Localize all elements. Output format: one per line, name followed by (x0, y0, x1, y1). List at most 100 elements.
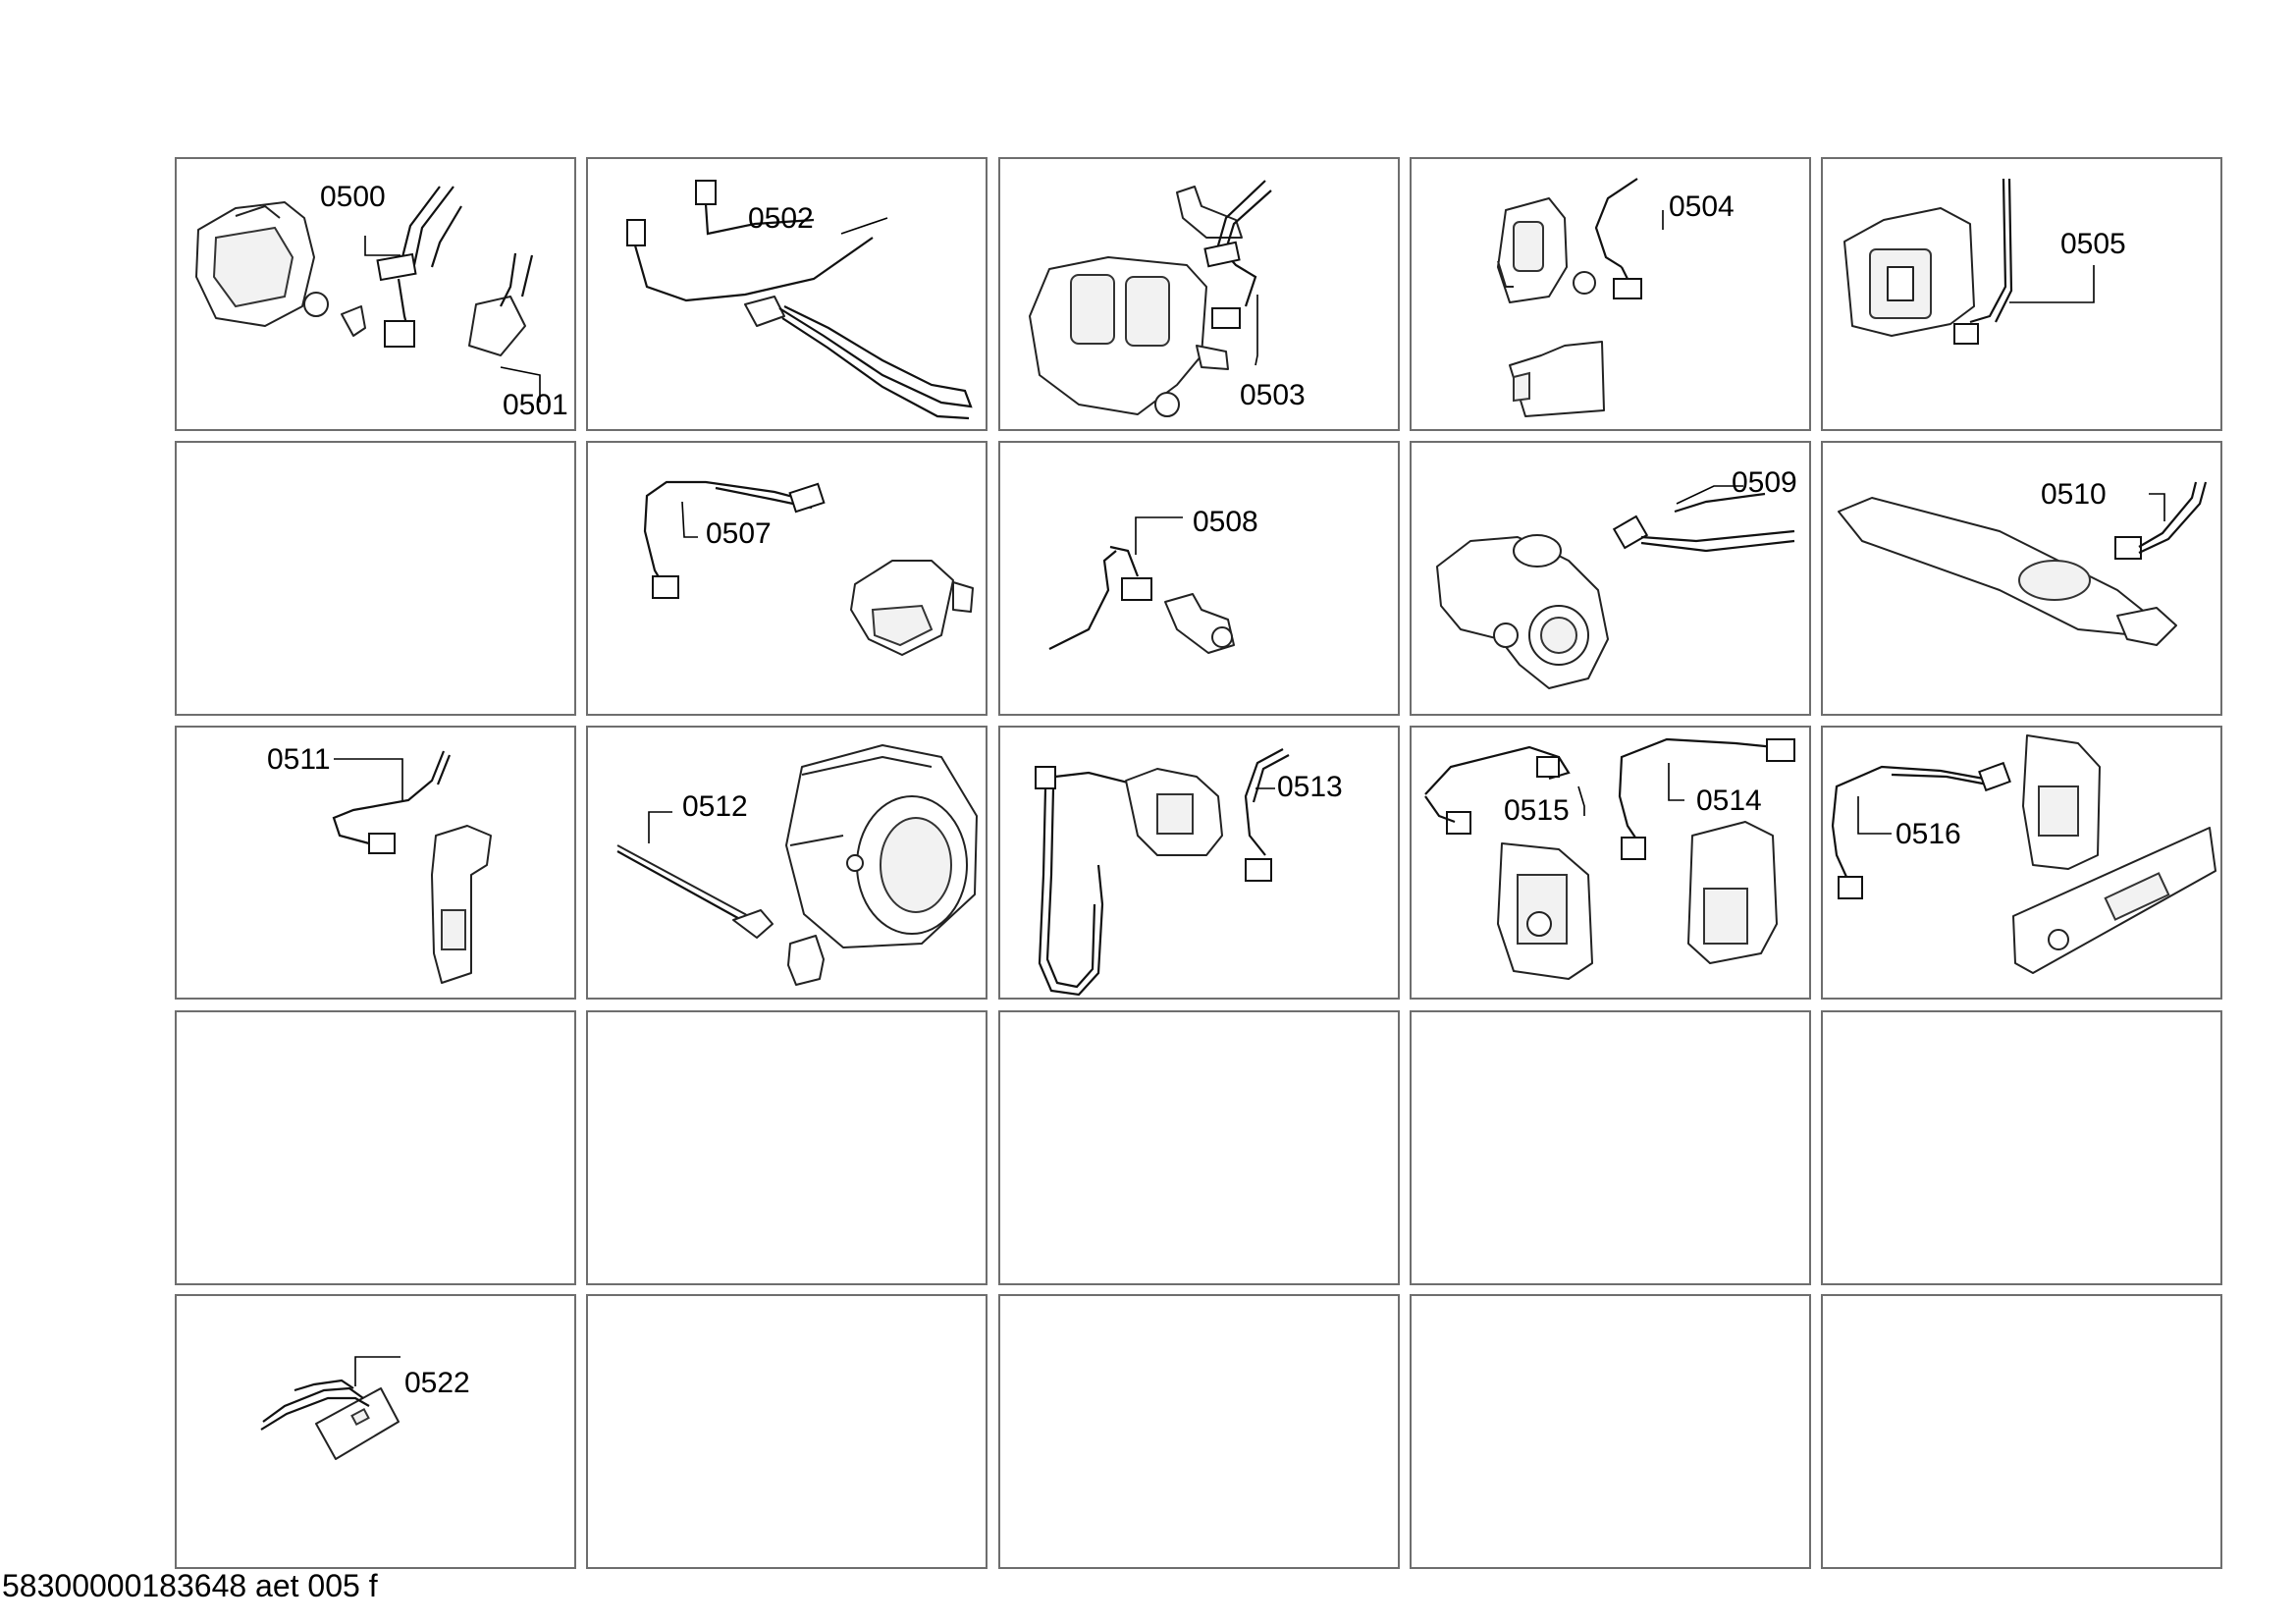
cell-0500-drawing (195, 186, 541, 403)
callout-0512: 0512 (682, 790, 748, 823)
cell-empty-r4c5 (1821, 1010, 2222, 1285)
cell-0512-drawing (616, 744, 978, 986)
leader-0507 (681, 501, 698, 538)
cell-empty-r4c3 (998, 1010, 1400, 1285)
leader-0510 (2149, 493, 2165, 521)
cell-0512: 0512 (586, 726, 988, 1000)
control-module-part (1843, 207, 1975, 337)
connector-part (643, 480, 826, 599)
callout-0505: 0505 (2060, 228, 2126, 260)
document-code: 58300000183648 aet 005 f (2, 1568, 378, 1603)
motor-part (195, 201, 329, 327)
cell-empty-r4c4 (1410, 1010, 1811, 1285)
nozzle-part (787, 935, 825, 986)
leader-0503 (1255, 295, 1258, 366)
leader-0505 (2009, 265, 2095, 303)
sensor-part (431, 825, 492, 984)
connector-part (1612, 492, 1795, 553)
cell-0516: 0516 (1821, 726, 2222, 1000)
cell-empty-r5c3 (998, 1294, 1400, 1569)
callout-0500: 0500 (320, 181, 386, 213)
door-lock-lever-part (1838, 497, 2177, 646)
pressure-switch-part (850, 560, 974, 656)
callout-0511: 0511 (267, 743, 331, 776)
callout-0504: 0504 (1669, 190, 1735, 223)
cell-0516-drawing (1831, 734, 2216, 974)
connector-part (626, 180, 874, 302)
cell-0505-drawing (1843, 178, 2095, 345)
cell-empty-r4c2 (586, 1010, 988, 1285)
connector-part (1244, 748, 1290, 882)
cell-0511: 0511 (175, 726, 576, 1000)
leader-0500 (364, 236, 400, 256)
control-module-part (2022, 734, 2101, 870)
cell-0504-drawing (1497, 178, 1664, 417)
connector-part (332, 750, 452, 854)
cell-0507: 0507 (586, 441, 988, 716)
sensor-part (1164, 593, 1235, 654)
cell-0502: 0502 (586, 157, 988, 431)
callout-0510: 0510 (2041, 478, 2107, 511)
cell-0503: 0503 (998, 157, 1400, 431)
callout-0501: 0501 (503, 389, 568, 421)
drain-pump-part (1436, 534, 1609, 689)
callout-0522: 0522 (404, 1367, 470, 1399)
callout-0514: 0514 (1696, 785, 1762, 817)
heating-element-part (744, 296, 973, 420)
connector-part (1203, 180, 1272, 329)
cell-0510: 0510 (1821, 441, 2222, 716)
callout-0502: 0502 (748, 202, 814, 235)
leader-0514 (1668, 763, 1684, 801)
connector-part (2114, 481, 2208, 560)
hose-part (1035, 766, 1140, 997)
cell-empty-r2c1 (175, 441, 576, 716)
inlet-valve-part (1497, 197, 1596, 303)
cell-0510-drawing (1838, 481, 2208, 646)
leader-0509 (1676, 485, 1743, 505)
relay-part (468, 252, 534, 356)
connector-part (1594, 178, 1642, 299)
sensor-part (1176, 186, 1243, 239)
cell-empty-r5c5 (1821, 1294, 2222, 1569)
cell-0522-drawing (260, 1356, 400, 1460)
leader-0511 (334, 758, 403, 800)
cell-0514-drawing (1424, 737, 1795, 980)
leader-0508 (1135, 516, 1183, 555)
cell-0508: 0508 (998, 441, 1400, 716)
drum-part (785, 744, 978, 948)
cell-empty-r5c2 (586, 1294, 988, 1569)
callout-0516: 0516 (1896, 818, 1961, 850)
sensor-part (616, 844, 774, 939)
connector-part (1831, 761, 2011, 899)
connector-part (376, 186, 462, 348)
callout-0508: 0508 (1193, 506, 1258, 538)
cell-0503-drawing (1029, 180, 1272, 417)
callout-0503: 0503 (1240, 379, 1306, 411)
callout-0509: 0509 (1732, 466, 1797, 499)
pump-valve-part (1125, 768, 1223, 856)
connector-part (1048, 545, 1152, 650)
leader-0501 (500, 366, 541, 403)
callout-0513: 0513 (1277, 771, 1343, 803)
cell-0509-drawing (1436, 485, 1795, 689)
clip-part (341, 305, 366, 337)
cell-0504: 0504 (1410, 157, 1811, 431)
cell-0509: 0509 (1410, 441, 1811, 716)
cell-empty-r4c1 (175, 1010, 576, 1285)
cell-0500-0501: 0500 0501 (175, 157, 576, 431)
pcb-part (2012, 827, 2216, 974)
pcb-part (1497, 842, 1593, 980)
connector-part (1953, 178, 2013, 345)
cell-0514-0515: 0515 0514 (1410, 726, 1811, 1000)
cell-empty-r5c4 (1410, 1294, 1811, 1569)
cell-0508-drawing (1048, 516, 1235, 654)
cell-0505: 0505 (1821, 157, 2222, 431)
leader-0515 (1577, 785, 1585, 816)
cell-0507-drawing (643, 480, 974, 656)
cell-0513: 0513 (998, 726, 1400, 1000)
connector-part (260, 1379, 370, 1431)
cell-0513-drawing (1035, 748, 1290, 997)
inlet-valve-part (1029, 256, 1229, 417)
callout-0507: 0507 (706, 517, 772, 550)
